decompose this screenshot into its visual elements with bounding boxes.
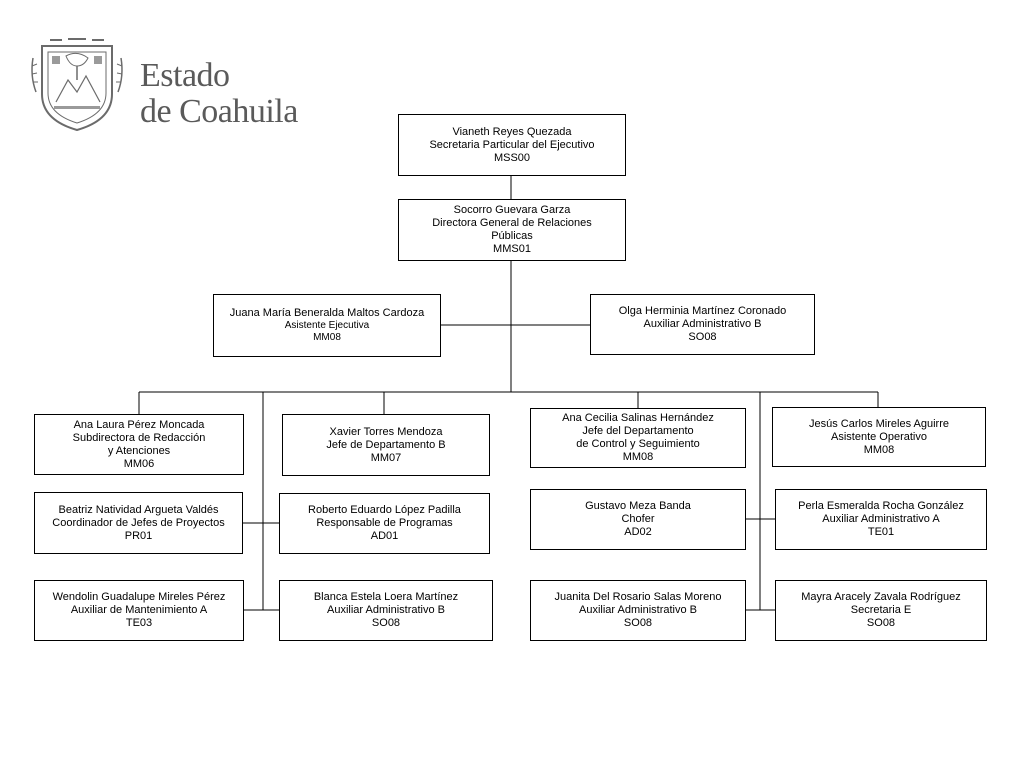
node-code: MM07: [370, 451, 402, 464]
node-name: Beatriz Natividad Argueta Valdés: [58, 503, 219, 516]
org-node-juana-maltos: Juana María Beneralda Maltos Cardoza Asi…: [213, 294, 441, 357]
node-title: Subdirectora de Redacción: [72, 431, 206, 444]
node-code: AD01: [370, 530, 399, 542]
node-code: PR01: [124, 529, 153, 542]
node-title: Secretaria Particular del Ejecutivo: [429, 138, 595, 151]
node-title: Asistente Operativo: [831, 430, 927, 443]
node-title: Auxiliar Administrativo B: [643, 318, 762, 330]
node-name: Vianeth Reyes Quezada: [452, 125, 572, 138]
org-node-wendolin-mireles: Wendolin Guadalupe Mireles Pérez Auxilia…: [34, 580, 244, 641]
node-name: Blanca Estela Loera Martínez: [313, 591, 459, 603]
node-title-2: Públicas: [491, 230, 533, 242]
coat-of-arms-icon: [28, 36, 126, 134]
org-node-roberto-lopez: Roberto Eduardo López Padilla Responsabl…: [279, 493, 490, 554]
org-node-vianeth-reyes: Vianeth Reyes Quezada Secretaria Particu…: [398, 114, 626, 176]
node-code: MM08: [622, 451, 654, 463]
brand-line-2: de Coahuila: [140, 93, 298, 130]
node-code: MM08: [863, 443, 895, 456]
node-title: Chofer: [621, 513, 655, 525]
node-code: SO08: [623, 617, 653, 629]
node-name: Juana María Beneralda Maltos Cardoza: [229, 307, 425, 319]
node-title: Auxiliar Administrativo A: [822, 513, 940, 525]
node-code: TE03: [125, 617, 153, 629]
node-title: Secretaria E: [850, 604, 912, 616]
node-title: Jefe del Departamento: [582, 425, 694, 437]
node-code: MM06: [123, 457, 155, 470]
node-name: Xavier Torres Mendoza: [329, 425, 443, 438]
org-node-gustavo-meza: Gustavo Meza Banda Chofer AD02: [530, 489, 746, 550]
node-code: MMS01: [493, 243, 531, 255]
node-title-2: y Atenciones: [107, 444, 171, 457]
node-code: SO08: [688, 331, 717, 343]
org-node-socorro-guevara: Socorro Guevara Garza Directora General …: [398, 199, 626, 261]
node-code: SO08: [371, 617, 401, 629]
node-title: Asistente Ejecutiva: [284, 320, 370, 331]
node-title: Directora General de Relaciones: [432, 217, 592, 229]
node-code: AD02: [624, 526, 652, 538]
org-node-mayra-zavala: Mayra Aracely Zavala Rodríguez Secretari…: [775, 580, 987, 641]
node-name: Roberto Eduardo López Padilla: [308, 504, 461, 516]
node-title: Jefe de Departamento B: [326, 438, 446, 451]
node-code: MM08: [313, 332, 341, 343]
org-node-beatriz-argueta: Beatriz Natividad Argueta Valdés Coordin…: [34, 492, 243, 554]
org-node-olga-martinez: Olga Herminia Martínez Coronado Auxiliar…: [590, 294, 815, 355]
node-title: Auxiliar Administrativo B: [579, 604, 697, 616]
node-name: Perla Esmeralda Rocha González: [798, 500, 964, 512]
org-node-blanca-loera: Blanca Estela Loera Martínez Auxiliar Ad…: [279, 580, 493, 641]
node-name: Juanita Del Rosario Salas Moreno: [554, 591, 722, 603]
org-node-perla-rocha: Perla Esmeralda Rocha González Auxiliar …: [775, 489, 987, 550]
node-name: Socorro Guevara Garza: [453, 204, 571, 216]
node-title-2: de Control y Seguimiento: [576, 438, 700, 450]
node-name: Gustavo Meza Banda: [585, 500, 691, 512]
org-node-jesus-mireles: Jesús Carlos Mireles Aguirre Asistente O…: [772, 407, 986, 467]
node-title: Auxiliar Administrativo B: [327, 604, 445, 616]
node-name: Mayra Aracely Zavala Rodríguez: [801, 591, 961, 603]
node-code: TE01: [867, 526, 895, 538]
node-name: Ana Cecilia Salinas Hernández: [562, 412, 714, 424]
org-node-ana-laura-perez: Ana Laura Pérez Moncada Subdirectora de …: [34, 414, 244, 475]
node-code: SO08: [866, 617, 896, 629]
node-code: MSS00: [493, 151, 531, 164]
node-title: Coordinador de Jefes de Proyectos: [52, 516, 225, 529]
node-name: Ana Laura Pérez Moncada: [73, 418, 205, 431]
org-node-juanita-salas: Juanita Del Rosario Salas Moreno Auxilia…: [530, 580, 746, 641]
node-name: Wendolin Guadalupe Mireles Pérez: [52, 591, 226, 603]
org-node-ana-cecilia-salinas: Ana Cecilia Salinas Hernández Jefe del D…: [530, 408, 746, 468]
state-brand: Estado de Coahuila: [140, 58, 298, 130]
node-name: Olga Herminia Martínez Coronado: [618, 305, 787, 317]
node-title: Auxiliar de Mantenimiento A: [70, 604, 208, 616]
org-node-xavier-torres: Xavier Torres Mendoza Jefe de Departamen…: [282, 414, 490, 476]
node-name: Jesús Carlos Mireles Aguirre: [809, 417, 949, 430]
node-title: Responsable de Programas: [316, 517, 453, 529]
brand-line-1: Estado: [140, 57, 230, 94]
